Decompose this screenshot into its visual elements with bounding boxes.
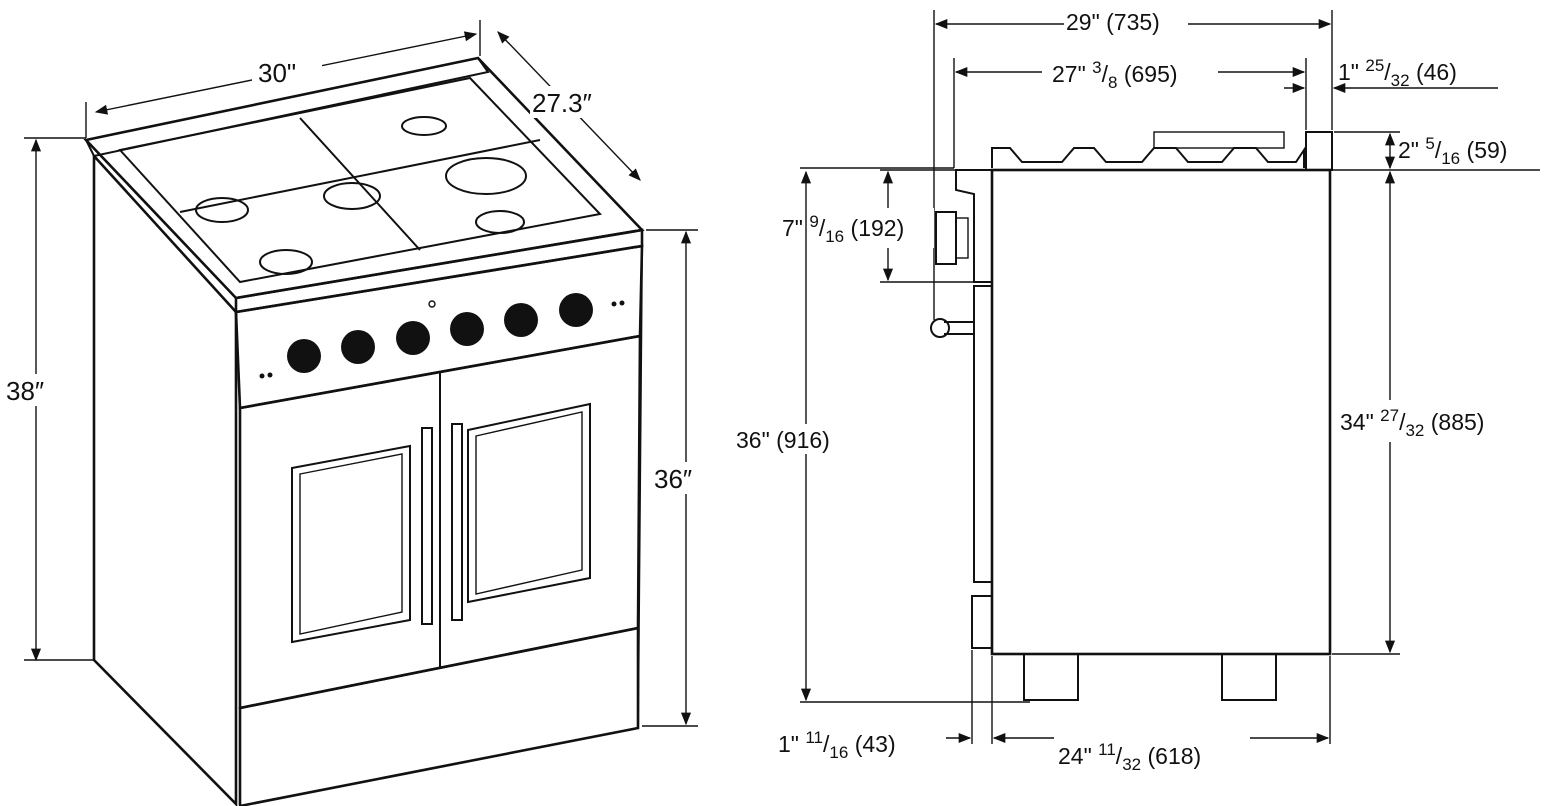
- dimension-height: 38″: [2, 137, 94, 662]
- cabinet-depth-label: 24" 11/32 (618): [1058, 740, 1201, 774]
- dimension-overall-height: 36" (916): [734, 167, 1030, 703]
- range-perspective-illustration: 30" 27.3″ 38″ 36″: [2, 20, 720, 806]
- burner-grates: [118, 76, 602, 284]
- handle-depth-label: 1" 11/16 (43): [778, 728, 896, 762]
- body-height-label: 34" 27/32 (885): [1340, 406, 1484, 440]
- width-label: 30": [258, 58, 296, 88]
- dimension-backguard-height: 2" 5/16 (59): [1332, 131, 1540, 171]
- control-knobs: [259, 293, 625, 379]
- backguard-height-label: 2" 5/16 (59): [1398, 134, 1507, 168]
- overall-depth-label: 29" (735): [1066, 9, 1160, 35]
- depth-label: 27.3″: [532, 88, 592, 118]
- backguard-depth-label: 1" 25/32 (46): [1338, 56, 1457, 90]
- dimension-control-panel-height: 7" 9/16 (192): [780, 169, 974, 283]
- counter-height-label: 36″: [654, 464, 692, 494]
- dimension-handle-depth: 1" 11/16 (43): [778, 650, 993, 762]
- dimension-depth: 27.3″: [497, 31, 641, 181]
- dimension-overall-depth: 29" (735): [933, 8, 1333, 320]
- dimension-backguard-depth: 1" 25/32 (46): [1284, 56, 1498, 94]
- oven-doors: [291, 372, 591, 668]
- dimension-width: 30": [85, 20, 481, 138]
- dimension-cabinet-depth: 24" 11/32 (618): [992, 656, 1331, 774]
- overall-height-label: 36" (916): [736, 427, 830, 453]
- dimension-body-height: 34" 27/32 (885): [1332, 170, 1532, 655]
- body-depth-label: 27" 3/8 (695): [1052, 58, 1178, 92]
- range-side-view: 29" (735) 27" 3/8 (695) 1" 25/32 (46) 2"…: [734, 8, 1540, 774]
- height-label: 38″: [6, 376, 44, 406]
- control-panel-height-label: 7" 9/16 (192): [782, 212, 904, 246]
- dimension-body-depth: 27" 3/8 (695): [953, 52, 1307, 168]
- dimension-counter-height: 36″: [642, 229, 720, 727]
